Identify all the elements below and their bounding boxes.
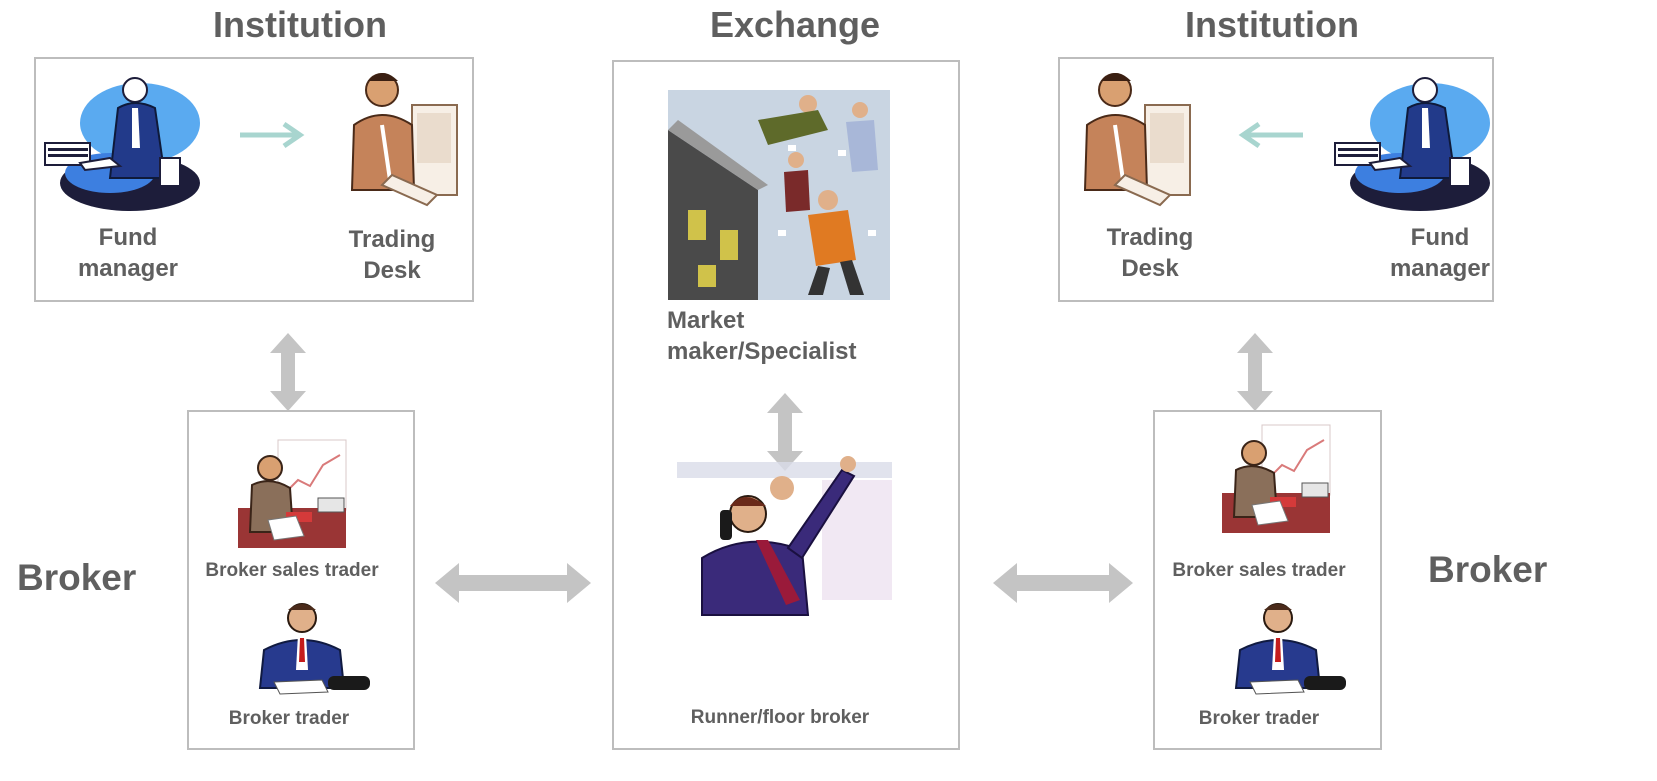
right-vertical-double-arrow	[1237, 333, 1273, 411]
right-fund-manager-line2: manager	[1389, 255, 1491, 282]
fund-manager-icon	[1334, 77, 1490, 211]
trading-desk-icon	[350, 73, 458, 207]
fund-manager-icon	[44, 77, 200, 211]
teal-arrow-left-icon	[1238, 121, 1303, 149]
center-vertical-double-arrow	[767, 393, 803, 471]
left-vertical-double-arrow	[270, 333, 306, 411]
right-trading-desk-line1: Trading	[1106, 224, 1194, 251]
right-fund-manager-label: Fund manager	[1380, 222, 1500, 284]
trading-floor-icon	[668, 90, 890, 300]
right-trading-desk-line2: Desk	[1121, 255, 1179, 282]
left-fund-manager-label: Fund manager	[68, 222, 188, 284]
left-trading-desk-label: Trading Desk	[332, 224, 452, 286]
trading-desk-icon	[1083, 73, 1191, 207]
runner-floor-broker-label: Runner/floor broker	[690, 707, 870, 728]
market-maker-line2: maker/Specialist	[667, 338, 857, 365]
right-broker-sales-trader-label: Broker sales trader	[1172, 560, 1346, 581]
left-trading-desk-line1: Trading	[348, 226, 436, 253]
left-fund-manager-line1: Fund	[98, 224, 158, 251]
broker-trader-icon	[1234, 603, 1346, 695]
heading-exchange: Exchange	[709, 4, 881, 45]
floor-broker-icon	[677, 456, 892, 616]
label-left-broker: Broker	[17, 557, 137, 598]
left-fund-manager-line2: manager	[77, 255, 179, 282]
market-maker-label: Market maker/Specialist	[667, 305, 907, 367]
left-trading-desk-line2: Desk	[363, 257, 421, 284]
right-horizontal-double-arrow	[993, 563, 1133, 603]
left-horizontal-double-arrow	[435, 563, 591, 603]
teal-arrow-right-icon	[240, 121, 305, 149]
market-maker-line1: Market	[667, 307, 745, 334]
right-trading-desk-label: Trading Desk	[1090, 222, 1210, 284]
broker-trader-icon	[258, 603, 370, 695]
left-broker-sales-trader-label: Broker sales trader	[205, 560, 379, 581]
left-broker-trader-label: Broker trader	[228, 708, 350, 729]
heading-left-institution: Institution	[213, 4, 387, 45]
heading-right-institution: Institution	[1185, 4, 1359, 45]
sales-trader-icon	[238, 439, 347, 548]
right-fund-manager-line1: Fund	[1410, 224, 1470, 251]
right-broker-trader-label: Broker trader	[1198, 708, 1320, 729]
label-right-broker: Broker	[1428, 549, 1548, 590]
sales-trader-icon	[1222, 424, 1331, 533]
